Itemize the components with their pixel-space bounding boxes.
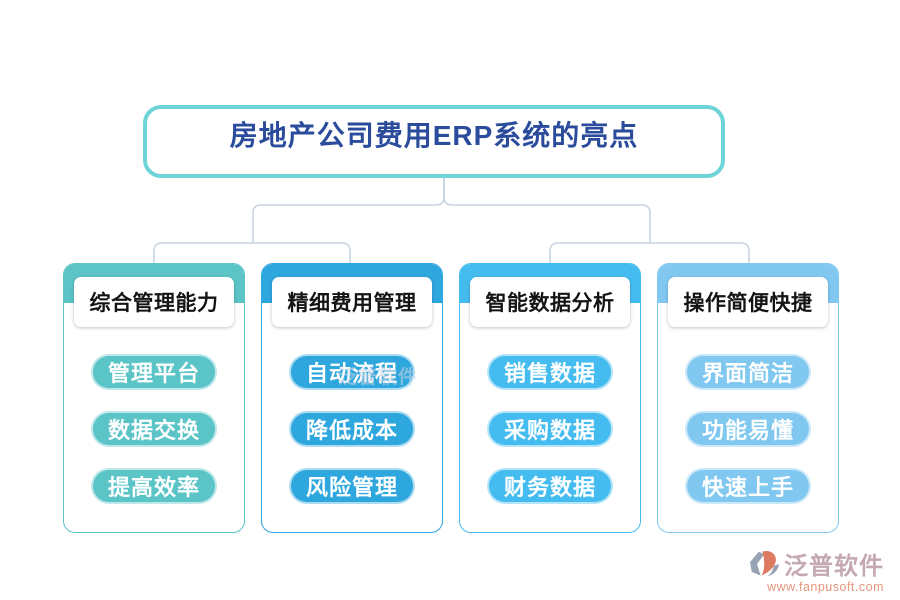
card-header-label: 精细费用管理 <box>287 292 417 315</box>
card-header: 综合管理能力 <box>74 277 234 327</box>
feature-pill: 快速上手 <box>685 468 811 504</box>
brand-url: www.fanpusoft.com <box>767 580 884 594</box>
feature-card-analysis: 智能数据分析 销售数据 采购数据 财务数据 <box>459 263 641 533</box>
connector-right-fork <box>549 242 750 264</box>
feature-pill: 界面简洁 <box>685 354 811 390</box>
feature-pill: 财务数据 <box>487 468 613 504</box>
card-header: 精细费用管理 <box>272 277 432 327</box>
feature-card-usability: 操作简便快捷 界面简洁 功能易懂 快速上手 <box>657 263 839 533</box>
feature-pill: 风险管理 <box>289 468 415 504</box>
feature-pill: 降低成本 <box>289 411 415 447</box>
pill-list: 自动流程 降低成本 风险管理 <box>262 354 442 504</box>
pill-list: 管理平台 数据交换 提高效率 <box>64 354 244 504</box>
feature-pill: 自动流程 <box>289 354 415 390</box>
connector-right-branch <box>443 178 651 243</box>
feature-pill: 销售数据 <box>487 354 613 390</box>
card-header-label: 综合管理能力 <box>89 292 219 315</box>
feature-pill: 管理平台 <box>91 354 217 390</box>
connector-left-fork <box>153 242 351 264</box>
page-title: 房地产公司费用ERP系统的亮点 <box>229 119 639 151</box>
card-header-label: 智能数据分析 <box>485 292 615 315</box>
card-header-label: 操作简便快捷 <box>683 292 813 315</box>
connector-left-branch <box>252 178 445 243</box>
brand-name: 泛普软件 <box>784 553 884 580</box>
pill-list: 销售数据 采购数据 财务数据 <box>460 354 640 504</box>
feature-cards-row: 综合管理能力 管理平台 数据交换 提高效率 精细费用管理 自动流程 降低成本 风… <box>63 263 839 533</box>
title-box: 房地产公司费用ERP系统的亮点 <box>143 105 725 178</box>
brand-watermark: 泛普软件 www.fanpusoft.com <box>750 546 884 594</box>
feature-pill: 提高效率 <box>91 468 217 504</box>
feature-card-expense: 精细费用管理 自动流程 降低成本 风险管理 <box>261 263 443 533</box>
pill-list: 界面简洁 功能易懂 快速上手 <box>658 354 838 504</box>
feature-pill: 采购数据 <box>487 411 613 447</box>
card-header: 智能数据分析 <box>470 277 630 327</box>
feature-pill: 数据交换 <box>91 411 217 447</box>
fanpu-logo-icon <box>750 550 780 576</box>
card-header: 操作简便快捷 <box>668 277 828 327</box>
feature-pill: 功能易懂 <box>685 411 811 447</box>
feature-card-management: 综合管理能力 管理平台 数据交换 提高效率 <box>63 263 245 533</box>
